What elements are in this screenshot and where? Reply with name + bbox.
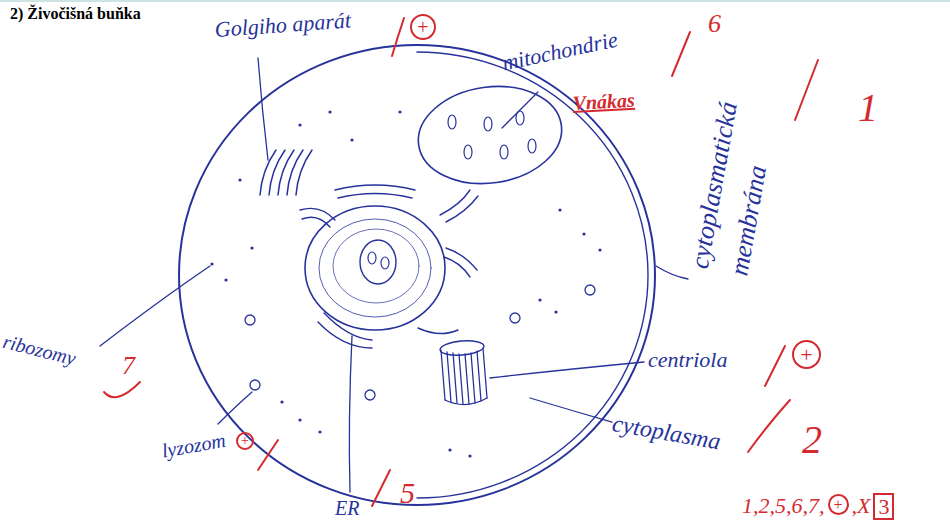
nucleolus-spot: [368, 252, 376, 264]
nucleus: [305, 206, 445, 330]
ribosome-dot: [448, 448, 451, 451]
lysosome: [585, 285, 595, 295]
part-label: cytoplasma: [610, 410, 722, 455]
ribosomes: [210, 110, 601, 457]
part-label: ER: [335, 497, 359, 519]
mitochondrion-crista: [500, 145, 508, 159]
tick-mark: [258, 440, 278, 470]
er-strand: [324, 313, 372, 340]
tick-mark: [392, 18, 404, 56]
mitochondrion-crista: [484, 117, 492, 131]
ribosome-dot: [554, 310, 557, 313]
er-strand: [418, 328, 458, 334]
ribosome-dot: [598, 248, 601, 251]
mitochondrion: [412, 77, 568, 192]
score-summary: ,X: [852, 494, 871, 518]
lysosome: [510, 313, 520, 323]
er-strand: [444, 257, 470, 277]
nucleolus-spot: [381, 257, 389, 269]
er-strand: [318, 322, 372, 348]
plus-mark: +: [410, 14, 436, 40]
score-number: 2: [802, 418, 822, 462]
ribosome-dot: [224, 278, 227, 281]
leader-line: [218, 392, 252, 424]
er-strand: [440, 190, 470, 215]
leader-line: [258, 58, 268, 160]
tick-mark: [795, 60, 818, 120]
ribosome-dot: [318, 430, 321, 433]
ribosome-dot: [298, 418, 301, 421]
leader-line: [656, 266, 688, 279]
centriole-bottom: [445, 398, 487, 405]
score-summary: 1,2,5,6,7,: [742, 494, 825, 518]
leader-lines: [100, 58, 688, 492]
ribosome-dot: [298, 123, 301, 126]
teacher-note: Vnákas: [572, 89, 635, 114]
score-number: 6: [708, 10, 721, 39]
plus-mark: +: [236, 432, 254, 450]
leader-line: [100, 266, 210, 346]
part-label: lyzozom: [160, 429, 227, 462]
er-strand: [446, 196, 478, 222]
lysosome: [250, 380, 260, 390]
golgi-cisterna: [296, 150, 312, 195]
ribosome-dot: [250, 246, 253, 249]
tick-mark: [372, 470, 390, 506]
lysosome: [365, 390, 375, 400]
score-number: 1: [858, 86, 878, 130]
nucleus-ring: [333, 229, 419, 303]
cell-membrane: [179, 45, 655, 505]
part-label: ribozomy: [1, 330, 79, 369]
nucleus-ring: [319, 219, 431, 317]
plus-mark: +: [792, 340, 821, 369]
ribosome-dot: [398, 110, 401, 113]
mitochondrion-crista: [448, 115, 456, 129]
er-strand: [338, 194, 412, 199]
tick-mark: [672, 32, 690, 76]
nucleolus: [360, 240, 396, 284]
plus-mark: +: [828, 494, 849, 515]
tick-mark: [765, 346, 785, 386]
ribosome-dot: [210, 262, 213, 265]
tick-mark: [104, 382, 140, 397]
mitochondrion-crista: [528, 139, 536, 153]
ribosome-dot: [350, 138, 353, 141]
centriole-tubules: [441, 348, 487, 404]
leader-line: [530, 398, 612, 422]
ribosome-dot: [280, 400, 283, 403]
ribosome-dot: [238, 178, 241, 181]
grading-ticks: [104, 18, 818, 506]
score-number: 7: [122, 352, 135, 381]
sheet-title: 2) Živočišná buňka: [10, 5, 141, 23]
part-label: cytoplasmatická membrána: [680, 38, 799, 278]
score-number: 5: [400, 476, 415, 509]
er-strand: [335, 185, 415, 190]
cell-drawing: [179, 45, 655, 505]
ribosome-dot: [582, 232, 585, 235]
ribosome-dot: [328, 110, 331, 113]
mitochondrion-crista: [464, 145, 472, 159]
tick-mark: [748, 400, 790, 452]
leader-line: [349, 336, 352, 492]
ribosome-dot: [468, 454, 471, 457]
leader-line: [490, 362, 644, 378]
leader-line: [502, 92, 538, 128]
score-total: 3: [873, 493, 894, 520]
part-label: Golgiho aparát: [214, 8, 352, 42]
ribosome-dot: [538, 298, 541, 301]
er-strand: [302, 217, 330, 227]
lysosome: [245, 315, 255, 325]
part-label: centriola: [648, 348, 727, 372]
part-label: mitochondrie: [500, 28, 620, 76]
page-rule: [0, 1, 950, 2]
ribosome-dot: [558, 208, 561, 211]
